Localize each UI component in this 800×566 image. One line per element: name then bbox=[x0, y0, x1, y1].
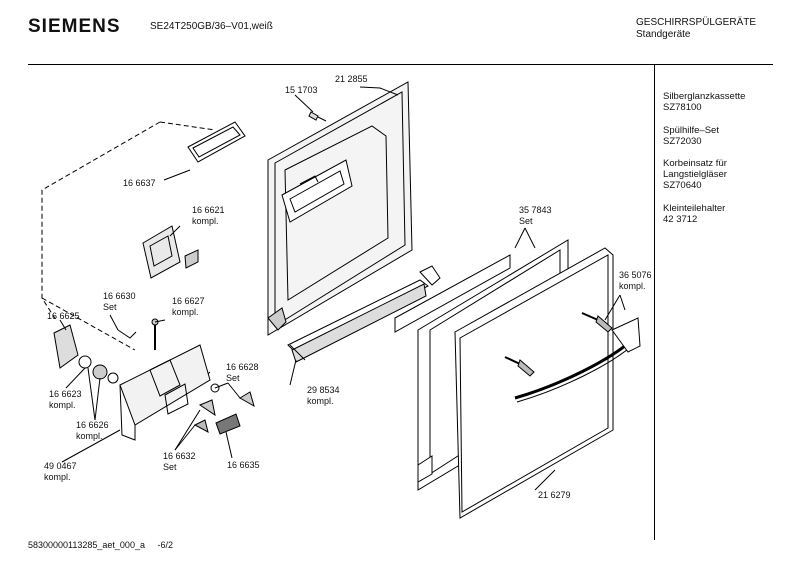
accessory-code: SZ78100 bbox=[663, 102, 702, 113]
part-suffix: Set bbox=[163, 461, 177, 472]
accessory-name-line2: Langstielgläser bbox=[663, 169, 727, 180]
part-label: 16 6623 kompl. bbox=[49, 389, 82, 410]
outer-door-front bbox=[454, 247, 614, 519]
part-suffix: kompl. bbox=[44, 471, 71, 482]
part-suffix: Set bbox=[103, 301, 117, 312]
part-label: 36 5076 kompl. bbox=[619, 270, 652, 291]
part-label: 16 6626 kompl. bbox=[76, 420, 109, 441]
accessory-item: Kleinteilehalter 42 3712 bbox=[663, 203, 725, 225]
part-number: 35 7843 bbox=[519, 205, 552, 215]
document-id: 58300000113285_aet_000_a bbox=[28, 540, 145, 550]
part-label: 16 6635 bbox=[227, 460, 260, 470]
part-suffix: Set bbox=[519, 215, 533, 226]
part-label: 16 6630 Set bbox=[103, 291, 136, 312]
part-suffix: kompl. bbox=[49, 399, 76, 410]
part-label: 16 6627 kompl. bbox=[172, 296, 205, 317]
part-number: 16 6626 bbox=[76, 420, 109, 430]
part-label: 16 6637 bbox=[123, 178, 156, 188]
strip-clip bbox=[267, 307, 287, 331]
accessory-item: Silberglanzkassette SZ78100 bbox=[663, 91, 745, 113]
page-number: -6/2 bbox=[157, 540, 173, 550]
part-number: 29 8534 bbox=[307, 385, 340, 395]
part-number: 16 6628 bbox=[226, 362, 259, 372]
dispenser-lid bbox=[142, 225, 199, 279]
part-label: 29 8534 kompl. bbox=[307, 385, 340, 406]
part-label: 49 0467 kompl. bbox=[44, 461, 77, 482]
part-label: 21 6279 bbox=[538, 490, 571, 500]
part-number: 49 0467 bbox=[44, 461, 77, 471]
accessory-name: Silberglanzkassette bbox=[663, 91, 746, 102]
part-label: 16 6621 kompl. bbox=[192, 205, 225, 226]
dispenser-housing bbox=[119, 344, 211, 441]
category-block: GESCHIRRSPÜLGERÄTE Standgeräte bbox=[636, 17, 756, 41]
accessory-name: Spülhilfe–Set bbox=[663, 125, 719, 136]
footer-doc-id: 58300000113285_aet_000_a -6/2 bbox=[28, 540, 173, 550]
accessory-name: Korbeinsatz für bbox=[663, 158, 727, 169]
part-number: 16 6627 bbox=[172, 296, 205, 306]
category-title: GESCHIRRSPÜLGERÄTE bbox=[636, 17, 757, 28]
part-suffix: Set bbox=[226, 372, 240, 383]
accessory-code: 42 3712 bbox=[663, 214, 698, 225]
assembly-dash-line bbox=[41, 121, 161, 321]
accessory-code: SZ70640 bbox=[663, 180, 702, 191]
accessory-name: Kleinteilehalter bbox=[663, 203, 726, 214]
part-label: 16 6625 bbox=[47, 311, 80, 321]
model-number: SE24T250GB/36–V01,weiß bbox=[150, 21, 273, 32]
part-suffix: kompl. bbox=[172, 306, 199, 317]
part-number: 16 6623 bbox=[49, 389, 82, 399]
part-number: 16 6632 bbox=[163, 451, 196, 461]
part-number: 16 6621 bbox=[192, 205, 225, 215]
part-number: 36 5076 bbox=[619, 270, 652, 280]
dispenser-seal bbox=[187, 121, 246, 163]
handle-screw bbox=[581, 312, 599, 321]
part-label: 16 6628 Set bbox=[226, 362, 259, 383]
part-suffix: kompl. bbox=[307, 395, 334, 406]
screw-part bbox=[308, 111, 327, 122]
sidebar-divider bbox=[654, 64, 655, 540]
bottom-door-strip bbox=[287, 265, 441, 363]
accessory-item: Spülhilfe–Set SZ72030 bbox=[663, 125, 719, 147]
part-label: 35 7843 Set bbox=[519, 205, 552, 226]
accessory-item: Korbeinsatz für Langstielgläser SZ70640 bbox=[663, 158, 727, 191]
part-suffix: kompl. bbox=[192, 215, 219, 226]
header-rule bbox=[28, 64, 773, 65]
brand-logo: SIEMENS bbox=[28, 16, 121, 37]
category-subtitle: Standgeräte bbox=[636, 29, 691, 40]
part-number: 16 6630 bbox=[103, 291, 136, 301]
inner-door-panel bbox=[267, 81, 413, 336]
accessory-code: SZ72030 bbox=[663, 136, 702, 147]
part-label: 21 2855 bbox=[335, 74, 368, 84]
part-suffix: kompl. bbox=[619, 280, 646, 291]
door-handle bbox=[514, 317, 641, 403]
part-label: 16 6632 Set bbox=[163, 451, 196, 472]
spring-part bbox=[117, 329, 137, 339]
part-suffix: kompl. bbox=[76, 430, 103, 441]
part-label: 15 1703 bbox=[285, 85, 318, 95]
dispenser-cap-assembly bbox=[53, 324, 119, 384]
